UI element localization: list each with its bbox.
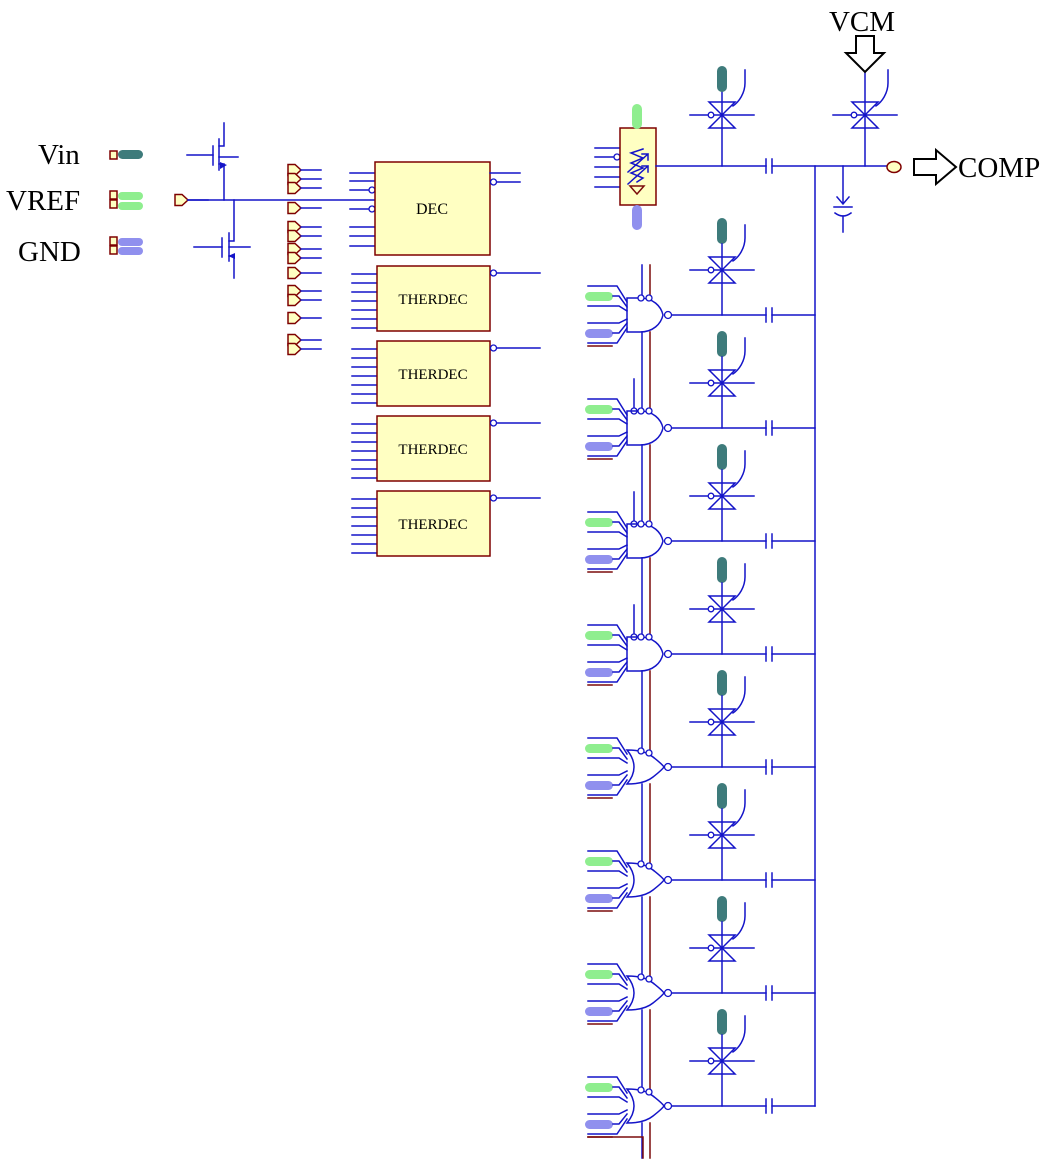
vcm-port[interactable]: VCM — [829, 6, 895, 74]
vcm-label: VCM — [829, 6, 895, 38]
nmos-transistor[interactable] — [193, 199, 251, 279]
gnd-port-pill-a[interactable] — [118, 238, 143, 246]
ground-capacitor[interactable] — [833, 165, 853, 233]
vref-port-pin-a[interactable] — [109, 190, 118, 200]
vin-pin-pill[interactable] — [717, 66, 727, 92]
cap-dac-unit-1[interactable] — [585, 218, 815, 346]
vin-label: Vin — [38, 139, 80, 171]
resistor-dac-block[interactable] — [594, 104, 657, 230]
port-labels: Vin VREF GND — [6, 139, 81, 268]
therdec-label-2: THERDEC — [398, 367, 467, 383]
comp-output-pin[interactable] — [886, 160, 902, 174]
cap-dac-unit-7[interactable] — [585, 896, 815, 1024]
variable-resistor-icon — [626, 148, 650, 196]
comp-rail — [655, 71, 888, 1107]
gnd-port-pin-b[interactable] — [109, 245, 118, 255]
dec-block[interactable]: DEC — [349, 161, 521, 256]
therdec-label-4: THERDEC — [398, 517, 467, 533]
vref-label: VREF — [6, 185, 80, 217]
gnd-pin-pill[interactable] — [632, 205, 642, 230]
gnd-port-pin-a[interactable] — [109, 236, 118, 246]
therdec-label-1: THERDEC — [398, 292, 467, 308]
vcm-arrow-icon — [843, 35, 887, 74]
dec-block-label: DEC — [416, 201, 448, 218]
therdec-label-3: THERDEC — [398, 442, 467, 458]
therdec-block-1[interactable]: THERDEC — [351, 265, 541, 332]
therdec-block-3[interactable]: THERDEC — [351, 415, 541, 482]
pmos-transistor[interactable] — [186, 122, 239, 201]
cap-dac-unit-4[interactable] — [585, 557, 815, 685]
vref-pin-pill[interactable] — [632, 104, 642, 129]
therdec-block-4[interactable]: THERDEC — [351, 490, 541, 557]
cap-dac-unit-6[interactable] — [585, 783, 815, 911]
vref-port-pill-b[interactable] — [118, 202, 143, 210]
comp-label: COMP — [958, 152, 1040, 184]
therdec-block-2[interactable]: THERDEC — [351, 340, 541, 407]
gnd-port-pill-b[interactable] — [118, 247, 143, 255]
vref-port-pill-a[interactable] — [118, 192, 143, 200]
comp-arrow-icon — [913, 147, 958, 187]
vin-port-pill[interactable] — [118, 150, 143, 159]
cap-dac-unit-3[interactable] — [585, 444, 815, 572]
nmos-arrow — [228, 253, 235, 259]
gnd-label: GND — [18, 236, 81, 268]
cap-dac-unit-8[interactable] — [585, 1009, 815, 1137]
cap-dac-unit-2[interactable] — [585, 331, 815, 459]
vref-port-pin-b[interactable] — [109, 199, 118, 209]
pmos-arrow — [220, 162, 227, 169]
port-pins[interactable] — [109, 150, 143, 255]
comp-port[interactable]: COMP — [886, 147, 1040, 187]
vin-port-pin[interactable] — [109, 150, 118, 160]
cap-dac-unit-5[interactable] — [585, 670, 815, 798]
digital-input-pins[interactable] — [287, 163, 322, 356]
